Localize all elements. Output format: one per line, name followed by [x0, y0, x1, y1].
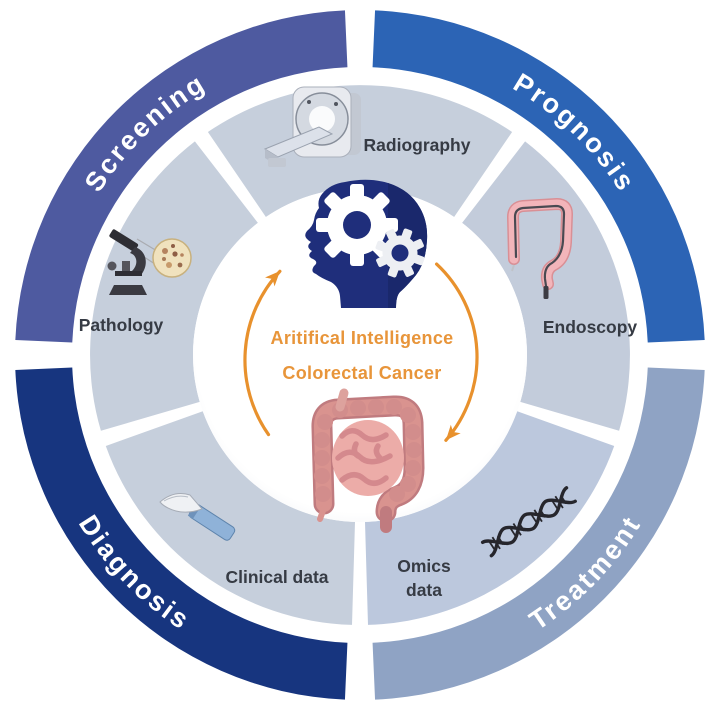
outer-segment-diagnosis	[15, 367, 348, 700]
inner-label-omics-line2: data	[406, 580, 442, 600]
cycle-arrow-right	[435, 262, 479, 442]
inner-label-clinical: Clinical data	[225, 567, 328, 587]
head-with-gears-icon	[305, 179, 428, 308]
colon-endoscope-icon	[507, 198, 573, 299]
ct-scanner-icon	[263, 86, 361, 167]
inner-segment-pathology	[90, 141, 258, 431]
inner-label-endoscopy: Endoscopy	[543, 317, 638, 337]
outer-segment-screening	[15, 10, 348, 343]
outer-segment-prognosis	[372, 10, 705, 343]
inner-label-radiography: Radiography	[364, 135, 471, 155]
center-title-line2: Colorectal Cancer	[282, 363, 441, 383]
inner-segment-omics	[365, 411, 615, 625]
cycle-arrow-left	[243, 269, 282, 437]
microscope-icon	[107, 229, 192, 295]
dna-icon	[480, 486, 577, 558]
cycle-arrowhead-down-icon	[445, 424, 461, 441]
inner-label-pathology: Pathology	[79, 315, 164, 335]
outer-segment-treatment	[372, 367, 705, 700]
intestine-icon	[311, 388, 425, 533]
center-title-line1: Aritifical Intelligence	[271, 328, 454, 348]
inner-segment-clinical	[105, 411, 355, 625]
cycle-arrows	[243, 262, 479, 442]
cycle-arrowhead-up-icon	[265, 271, 280, 287]
scalpel-icon	[159, 493, 236, 541]
inner-label-omics-line1: Omics	[397, 556, 451, 576]
